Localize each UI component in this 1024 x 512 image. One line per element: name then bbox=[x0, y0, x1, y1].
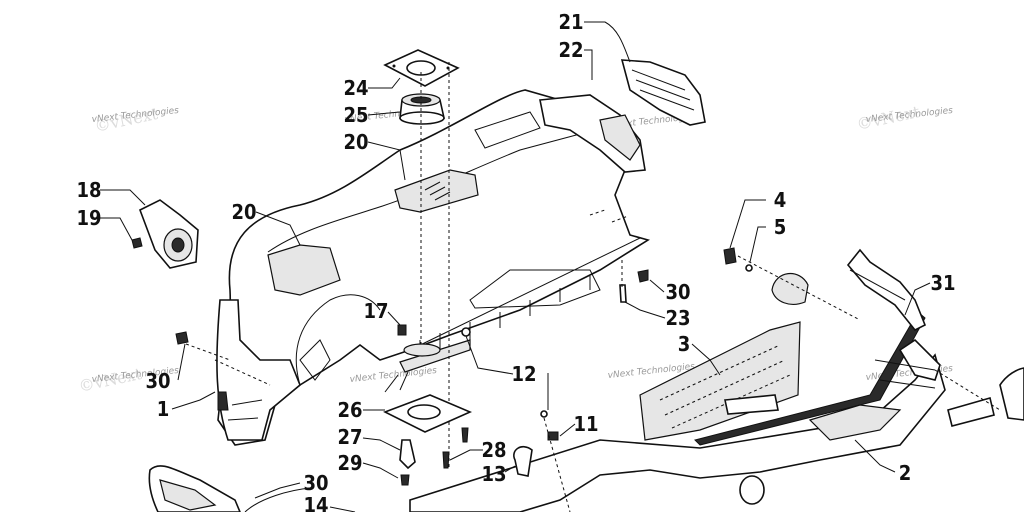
main-body-shell bbox=[214, 59, 706, 446]
callout-14: 14 bbox=[303, 493, 328, 512]
callout-27: 27 bbox=[337, 425, 362, 449]
right-side-parts bbox=[409, 247, 1024, 512]
callout-29: 29 bbox=[337, 451, 362, 475]
callout-2: 2 bbox=[899, 461, 912, 485]
callout-11: 11 bbox=[573, 412, 598, 436]
callout-13: 13 bbox=[481, 462, 506, 486]
top-plate-assembly bbox=[383, 49, 460, 470]
callout-17: 17 bbox=[363, 299, 388, 323]
callout-20: 20 bbox=[343, 130, 368, 154]
callout-18: 18 bbox=[76, 178, 101, 202]
leader-lines bbox=[100, 21, 931, 512]
callout-20: 20 bbox=[231, 200, 256, 224]
callout-23: 23 bbox=[665, 306, 690, 330]
bottom-left-bumper bbox=[148, 465, 311, 512]
callout-31: 31 bbox=[930, 271, 955, 295]
callout-22: 22 bbox=[558, 38, 583, 62]
callout-30: 30 bbox=[303, 471, 328, 495]
callout-12: 12 bbox=[511, 362, 536, 386]
callout-1: 1 bbox=[157, 397, 170, 421]
callouts: 21 22 24 25 20 18 19 20 4 5 31 30 23 17 … bbox=[76, 10, 955, 512]
lower-plate-assembly bbox=[383, 324, 473, 486]
callout-19: 19 bbox=[76, 206, 101, 230]
callout-26: 26 bbox=[337, 398, 362, 422]
callout-25: 25 bbox=[343, 103, 368, 127]
callout-3: 3 bbox=[678, 332, 691, 356]
left-small-parts bbox=[131, 199, 231, 361]
callout-4: 4 bbox=[774, 188, 787, 212]
callout-5: 5 bbox=[774, 215, 787, 239]
callout-28: 28 bbox=[481, 438, 506, 462]
watermark-text: vNext Technologies bbox=[349, 366, 437, 385]
callout-24: 24 bbox=[343, 76, 368, 100]
callout-21: 21 bbox=[558, 10, 583, 34]
callout-30: 30 bbox=[145, 369, 170, 393]
callout-30: 30 bbox=[665, 280, 690, 304]
